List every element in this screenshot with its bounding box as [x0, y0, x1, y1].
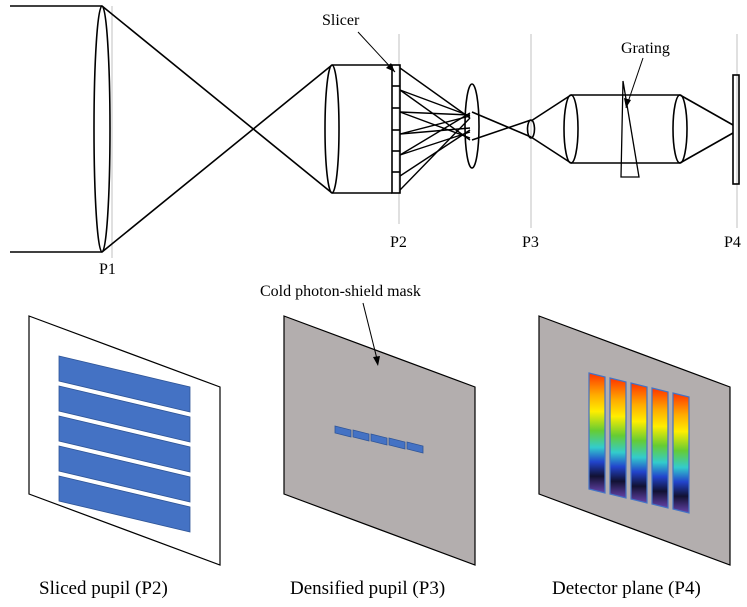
ray-cross-1 [101, 5, 333, 194]
optical-layout [10, 5, 740, 258]
lens-relay [464, 83, 480, 169]
label-p4: P4 [724, 234, 741, 251]
grating-prism [620, 80, 640, 178]
label-mask: Cold photon-shield mask [260, 283, 421, 300]
slice-3 [58, 415, 191, 473]
slice-2 [58, 385, 191, 443]
ray-expand-bottom [530, 136, 572, 164]
panel-densified-pupil [283, 302, 476, 566]
lens-p3 [526, 119, 536, 139]
densified-slices [334, 425, 424, 454]
slice-5 [58, 475, 191, 533]
spectrum-4 [651, 387, 669, 509]
lens-spec-1 [563, 94, 579, 164]
ray-to-detector-top [679, 94, 734, 126]
ray-to-detector-bottom [679, 132, 734, 164]
caption-densified: Densified pupil (P3) [290, 578, 445, 599]
lens-collimator [324, 64, 340, 194]
label-p1: P1 [99, 261, 116, 278]
label-p3: P3 [522, 234, 539, 251]
label-grating: Grating [621, 40, 670, 57]
ray-cross-2 [101, 64, 333, 253]
slice-4 [58, 445, 191, 503]
pupil-slices [58, 355, 191, 533]
detector [732, 74, 740, 185]
panel-sliced-pupil [28, 315, 221, 566]
spectrum-2 [609, 377, 627, 499]
label-slicer: Slicer [322, 12, 360, 29]
mask-pointer [362, 302, 379, 364]
lens-p1 [93, 5, 111, 253]
spectra [588, 372, 690, 514]
label-p2: P2 [390, 234, 407, 251]
slicer [391, 64, 401, 194]
slicer-fan-rays [399, 67, 471, 191]
grating-pointer-head [624, 98, 631, 108]
spectrum-3 [630, 382, 648, 504]
mask-pointer-head [373, 356, 380, 366]
caption-sliced: Sliced pupil (P2) [39, 578, 168, 599]
spectrum-5 [672, 392, 690, 514]
lens-spec-2 [672, 94, 688, 164]
ray-to-p3-b [471, 119, 532, 141]
ray-expand-top [530, 94, 572, 122]
spectrum-1 [588, 372, 606, 494]
caption-detector: Detector plane (P4) [552, 578, 701, 599]
panel-detector-plane [538, 315, 731, 566]
ray-to-p3-a [471, 111, 532, 138]
slice-1 [58, 355, 191, 413]
slicer-pointer-head [386, 63, 395, 72]
